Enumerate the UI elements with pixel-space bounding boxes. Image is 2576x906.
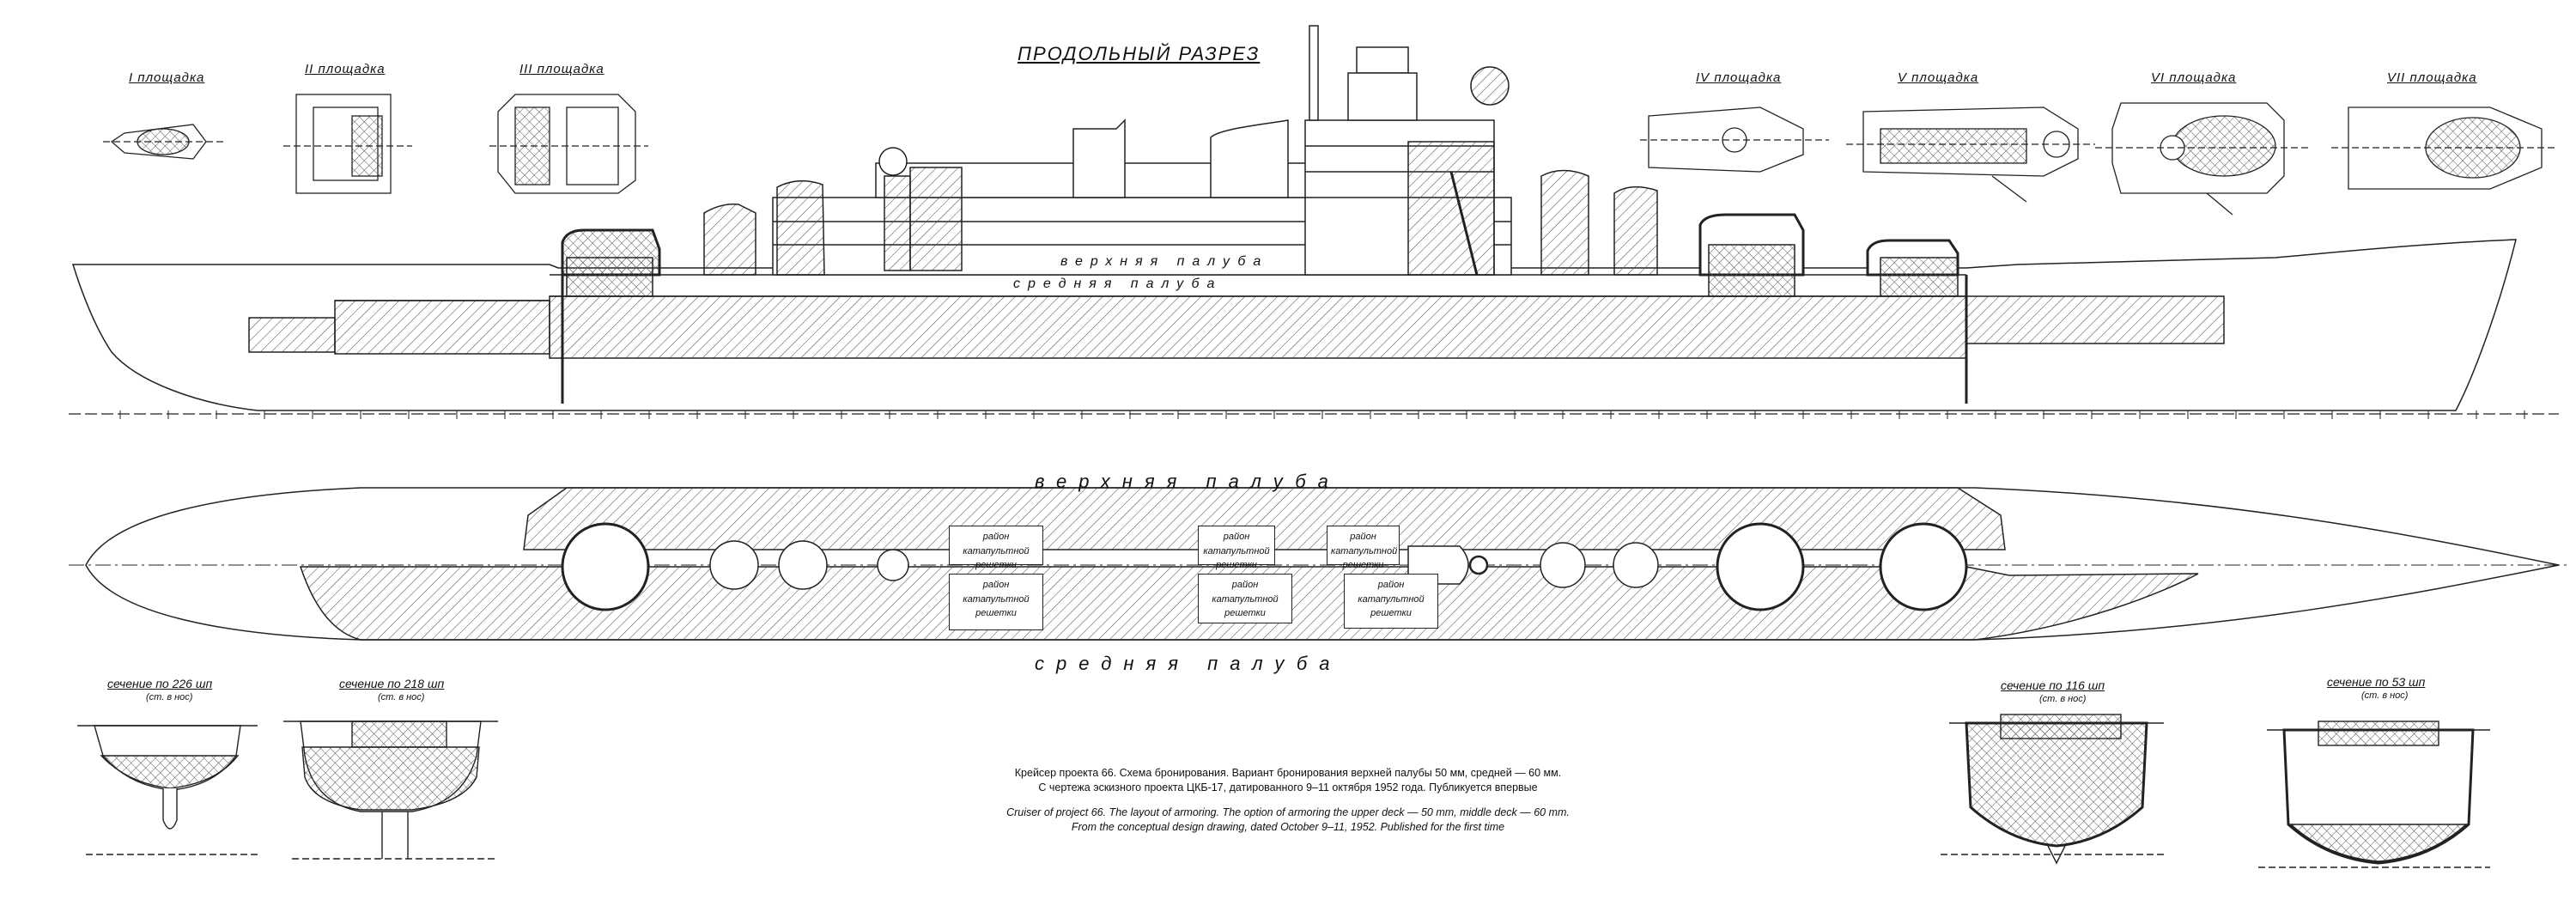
section-sub-218: (ст. в нос) [378,692,425,702]
aft-belt-armor [248,317,336,353]
zone-label: район катапультной решетки [1198,574,1292,623]
platform-plan-7 [2331,106,2555,190]
platform-plan-3 [489,94,648,194]
section-title-116: сечение по 116 шп [2001,678,2105,692]
aft-funnel [1072,119,1126,198]
upper-deck-armor-plan [523,487,2006,550]
fore-funnel [1210,119,1289,198]
platform-label-2: II площадка [305,62,386,76]
superstructure [772,25,1512,276]
section-title-218: сечение по 218 шп [339,677,445,690]
platform-label-3: III площадка [519,62,605,76]
platform-plan-2 [283,94,412,194]
platform-plan-5 [1846,106,2095,203]
zone-label: район катапультной решетки [1198,526,1275,570]
barbette-fore-main-a [1716,522,1805,611]
caption-en-2: From the conceptual design drawing, date… [1071,821,1505,833]
section-116 [1941,714,2164,865]
section-218 [283,721,498,860]
platform-label-1: I площадка [129,70,205,85]
platform-label-5: V площадка [1898,70,1979,85]
platform-plans [103,94,2555,216]
platform-label-4: IV площадка [1696,70,1782,85]
barbette-fore-main-b [1879,522,1968,611]
zone-label: район катапультной решетки [949,526,1043,570]
frame-scale [119,410,2525,419]
section-title-226: сечение по 226 шп [107,677,213,690]
longitudinal-profile [69,25,2559,419]
platform-label-7: VII площадка [2387,70,2477,85]
middle-deck-profile-label: средняя палуба [1013,277,1223,291]
platform-plan-4 [1640,106,1829,173]
drawing-title: ПРОДОЛЬНЫЙ РАЗРЕЗ [1018,43,1261,64]
zone-label: район катапультной решетки [949,574,1043,630]
upper-deck-profile-label: верхняя палуба [1060,254,1269,269]
middle-deck-plan-label: средняя палуба [1035,653,1342,674]
caption-ru-1: Крейсер проекта 66. Схема бронирования. … [1014,767,1562,779]
section-sub-53: (ст. в нос) [2361,690,2409,701]
platform-plan-1 [103,124,223,160]
section-sub-116: (ст. в нос) [2039,694,2087,704]
cross-sections [77,714,2490,868]
deck-plan [69,487,2567,641]
section-226 [77,725,258,855]
caption-en-1: Cruiser of project 66. The layout of arm… [1006,806,1570,818]
zone-label: район катапультной решетки [1344,574,1438,629]
caption-ru-2: С чертежа эскизного проекта ЦКБ-17, дати… [1038,781,1538,794]
zone-label: район катапультной решетки [1327,526,1400,570]
hull-profile-outline [71,239,2517,411]
platform-label-6: VI площадка [2151,70,2237,85]
section-sub-226: (ст. в нос) [146,692,193,702]
platform-plan-6 [2095,102,2310,216]
upper-deck-plan-label: верхняя палуба [1035,471,1340,492]
turrets-profile [561,169,1959,297]
main-belt-armor [549,295,1967,359]
bow-belt-armor [1965,295,2225,344]
section-53 [2258,721,2490,868]
mast [1309,25,1319,121]
section-title-53: сечение по 53 шп [2327,675,2426,689]
barbette-aft-main [561,522,650,611]
